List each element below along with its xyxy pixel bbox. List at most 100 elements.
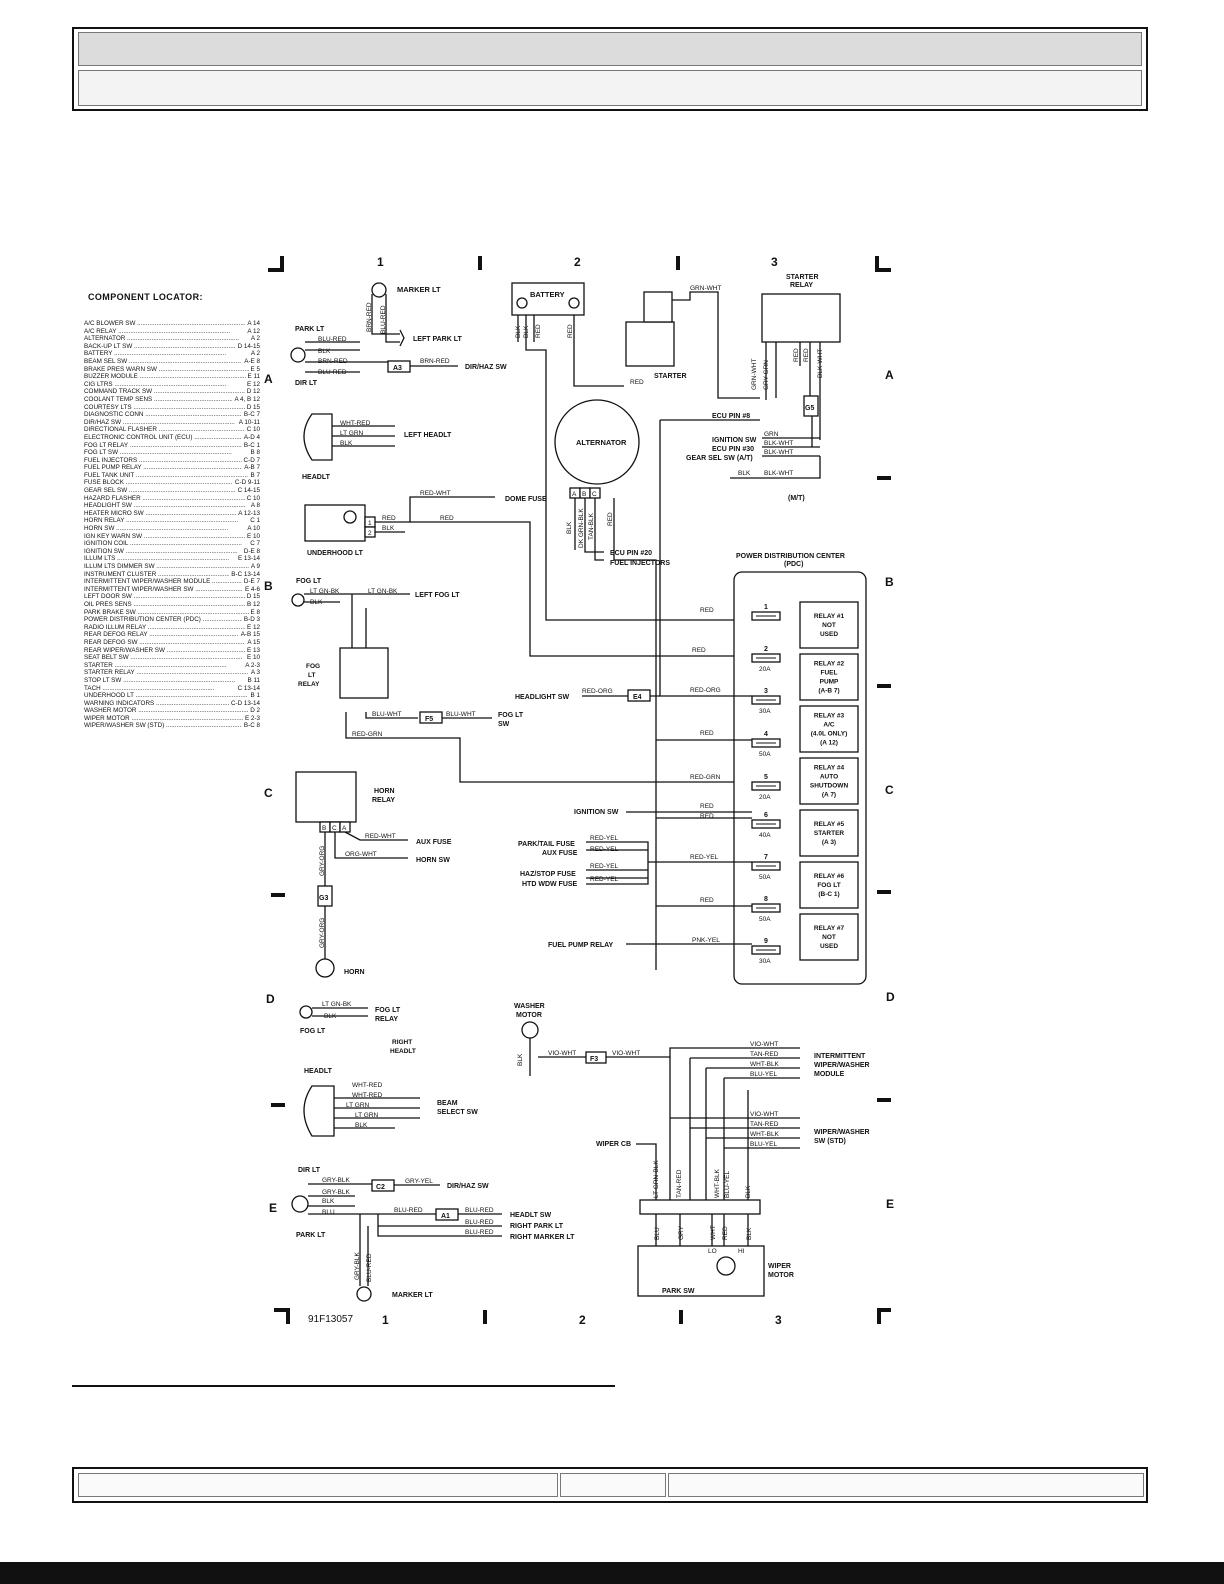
- pdc-relay-box: [799, 705, 859, 753]
- headlt-d-icon: [303, 1085, 335, 1137]
- locator-grid-ref: D 2: [248, 707, 260, 715]
- pdc-fuse-amp: 50A: [759, 751, 771, 758]
- locator-component-name: ELECTRONIC CONTROL UNIT (ECU): [84, 434, 242, 442]
- locator-grid-ref: B-D 3: [241, 616, 260, 624]
- wire-label: TAN-RED: [676, 1169, 683, 1198]
- component-locator-list: A/C BLOWER SWA 14A/C RELAYA 12ALTERNATOR…: [84, 320, 260, 731]
- wire-label: BRN-RED: [366, 302, 373, 332]
- right-marker-lt-label: RIGHT MARKER LT: [510, 1234, 575, 1241]
- beam-select-label-2: SELECT SW: [437, 1109, 478, 1116]
- starter-relay-icon: [761, 293, 841, 343]
- wire-label: BLU-RED: [394, 1207, 423, 1214]
- wiper-motor-icon: [637, 1245, 765, 1297]
- locator-component-name: FUEL PUMP RELAY: [84, 464, 242, 472]
- pdc-fuse-number: 9: [764, 938, 768, 945]
- park-lamp-icon: [290, 347, 306, 363]
- col-tick: [676, 256, 680, 270]
- wire-label: ORG-WHT: [345, 851, 377, 858]
- wire-label: RED: [722, 1226, 729, 1240]
- locator-row: A/C BLOWER SWA 14: [84, 320, 260, 328]
- locator-grid-ref: C 14-15: [235, 487, 260, 495]
- row-label-a: A: [264, 372, 273, 386]
- wire-label: LT GN-BK: [322, 1001, 352, 1008]
- pdc-relay-label: (A 3): [822, 839, 836, 846]
- locator-component-name: HEADLIGHT SW: [84, 502, 249, 510]
- wire-label: BLU: [654, 1227, 661, 1240]
- connector-g3: [317, 885, 333, 907]
- locator-component-name: A/C BLOWER SW: [84, 320, 245, 328]
- marker-e-wires: [359, 1214, 369, 1286]
- wire-label: RED: [692, 647, 706, 654]
- locator-grid-ref: D-E 8: [241, 547, 260, 556]
- locator-component-name: HAZARD FLASHER: [84, 495, 245, 503]
- lo-label: LO: [708, 1248, 717, 1255]
- pin-label: A: [572, 491, 577, 498]
- locator-grid-ref: D 15: [244, 403, 260, 412]
- pdc-relay-label: RELAY #7: [814, 925, 845, 932]
- wire-label: PNK-YEL: [692, 937, 720, 944]
- col-tick: [478, 256, 482, 270]
- locator-component-name: HORN RELAY: [84, 517, 248, 525]
- wire-label: WHT-RED: [352, 1082, 383, 1089]
- locator-row: A/C RELAYA 12: [84, 327, 260, 336]
- fog-d-wires: [312, 1007, 368, 1017]
- locator-component-name: STOP LT SW: [84, 677, 246, 685]
- locator-grid-ref: E 4-6: [242, 585, 260, 594]
- locator-row: CIG LTRSE 12: [84, 380, 260, 389]
- locator-component-name: ILLUM LTS DIMMER SW: [84, 563, 249, 571]
- row-tick: [877, 890, 891, 894]
- locator-grid-ref: A 3: [248, 669, 260, 677]
- locator-grid-ref: B 8: [248, 449, 260, 457]
- wire-label: BLK: [324, 1013, 337, 1020]
- locator-row: GEAR SEL SWC 14-15: [84, 487, 260, 495]
- locator-component-name: BACK-UP LT SW: [84, 343, 236, 351]
- pdc-relay-label: FOG LT: [817, 882, 840, 889]
- wire-label: GRY: [678, 1225, 685, 1240]
- wire-label: GRN-WHT: [690, 285, 721, 292]
- col-tick: [679, 1310, 683, 1324]
- wire-label: VIO-WHT: [612, 1050, 640, 1057]
- locator-component-name: IGNITION SW: [84, 548, 242, 556]
- locator-grid-ref: A 10: [245, 525, 260, 533]
- std-sw-wires: [670, 1117, 800, 1149]
- marker-lt-bulb-icon: [371, 282, 387, 298]
- connector-arrow: [399, 329, 405, 347]
- horn-relay-label-2: RELAY: [372, 797, 395, 804]
- starter-relay-label-1: STARTER: [786, 274, 819, 281]
- wire-label: RED-ORG: [582, 688, 613, 695]
- left-headlt-label: LEFT HEADLT: [404, 432, 452, 439]
- locator-grid-ref: E 13-14: [235, 555, 260, 563]
- wire-label: LT GRN: [346, 1102, 370, 1109]
- locator-component-name: REAR WIPER/WASHER SW: [84, 647, 245, 655]
- locator-grid-ref: A-D 4: [241, 433, 260, 442]
- pdc-fuse-number: 4: [764, 731, 768, 738]
- locator-row: REAR DEFOG RELAYA-B 15: [84, 631, 260, 639]
- pdc-relay-label: (4.0L ONLY): [811, 731, 847, 738]
- wire-label: BLU-YEL: [724, 1171, 731, 1198]
- fog-lamp-icon: [291, 593, 305, 607]
- locator-component-name: INSTRUMENT CLUSTER: [84, 571, 229, 579]
- row-label-e-right: E: [886, 1197, 894, 1211]
- right-headlt-label-1: RIGHT: [392, 1039, 412, 1046]
- locator-component-name: COMMAND TRACK SW: [84, 388, 245, 396]
- ecu-pin8-label: ECU PIN #8: [712, 413, 750, 420]
- locator-component-name: REAR DEFOG RELAY: [84, 631, 239, 639]
- locator-row: RADIO ILLUM RELAYE 12: [84, 623, 260, 632]
- connector-f5: [419, 711, 443, 724]
- pdc-relay-label: SHUTDOWN: [810, 783, 849, 790]
- wire-label: VIO-WHT: [750, 1111, 778, 1118]
- pdc-title-1: POWER DISTRIBUTION CENTER: [736, 553, 845, 560]
- pdc-relay-label: STARTER: [814, 830, 845, 837]
- wire-label: RED: [440, 515, 454, 522]
- wire-label: DK GRN-BLK: [578, 508, 585, 548]
- dir-lt-label: DIR LT: [295, 380, 318, 387]
- wire-label: BLK: [340, 440, 353, 447]
- wire-label: BLU-YEL: [750, 1141, 777, 1148]
- wire-label: LT GRN-BLK: [653, 1160, 660, 1198]
- locator-component-name: WASHER MOTOR: [84, 707, 248, 715]
- locator-grid-ref: A-E 8: [242, 357, 260, 366]
- ecu-pin20-label: ECU PIN #20: [610, 550, 652, 557]
- pdc-fuse-number: 5: [764, 774, 768, 781]
